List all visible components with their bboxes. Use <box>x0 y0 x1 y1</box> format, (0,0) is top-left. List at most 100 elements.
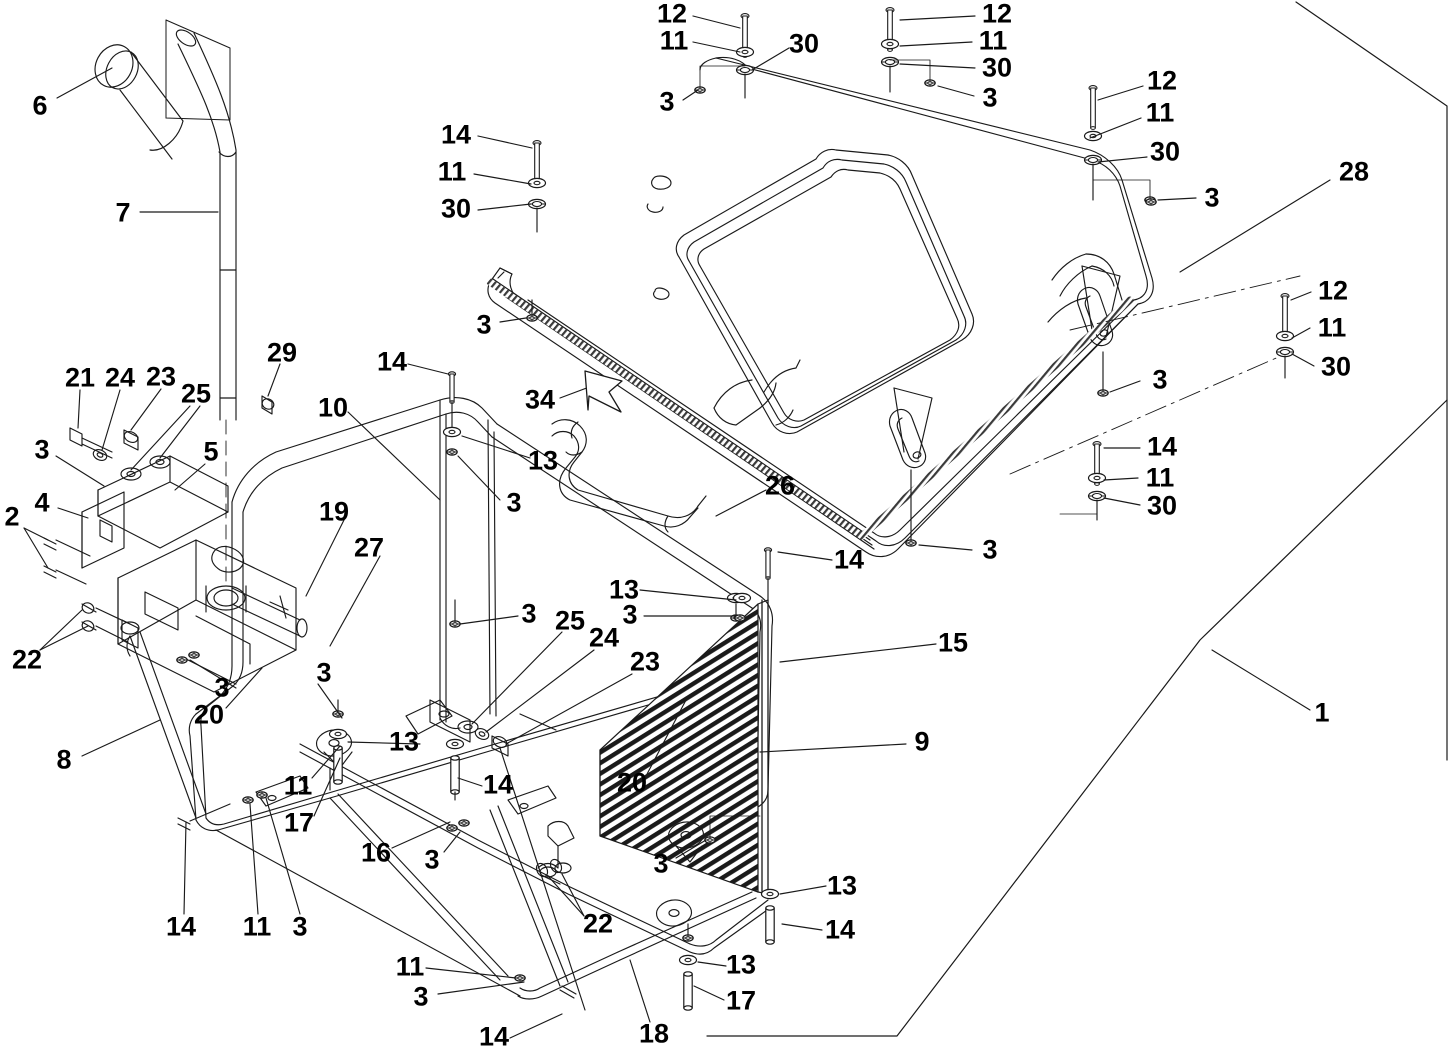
callout-3: 3 <box>292 911 308 942</box>
callout-28: 28 <box>1338 156 1370 187</box>
callout-6: 6 <box>32 90 48 121</box>
frame-tube-structure <box>188 397 774 1011</box>
callout-4: 4 <box>34 487 50 518</box>
callout-7: 7 <box>115 197 131 228</box>
callout-5: 5 <box>203 436 219 467</box>
callout-12: 12 <box>1146 65 1178 96</box>
callout-11: 11 <box>395 951 425 982</box>
direction-arrow-34 <box>584 370 623 413</box>
callout-11: 11 <box>1317 312 1347 343</box>
center-pivot-cluster <box>429 699 557 757</box>
callout-3: 3 <box>316 657 332 688</box>
callout-3: 3 <box>413 981 429 1012</box>
callout-11: 11 <box>978 25 1008 56</box>
callout-11: 11 <box>1145 97 1175 128</box>
callout-25: 25 <box>554 605 586 636</box>
fastener-stack-top-right <box>880 7 936 93</box>
callout-24: 24 <box>588 622 620 653</box>
fastener-stack-right-mid <box>1059 441 1107 521</box>
callout-12: 12 <box>981 0 1013 29</box>
callout-20: 20 <box>193 699 225 730</box>
callout-25: 25 <box>180 378 212 409</box>
handle-rod-assembly <box>94 19 237 421</box>
callout-30: 30 <box>788 28 820 59</box>
center-fastener-stack <box>445 738 465 801</box>
callout-17: 17 <box>725 985 757 1016</box>
callout-11: 11 <box>283 770 313 801</box>
callout-3: 3 <box>214 672 230 703</box>
callout-3: 3 <box>476 309 492 340</box>
callout-22: 22 <box>582 908 614 939</box>
assembly-boundary-outline <box>706 1 1448 1037</box>
callout-34: 34 <box>524 384 556 415</box>
callout-27: 27 <box>353 532 385 563</box>
callout-14: 14 <box>478 1021 510 1052</box>
lower-pin-cluster-22 <box>535 858 563 878</box>
callout-12: 12 <box>1317 275 1349 306</box>
callout-11: 11 <box>1145 462 1175 493</box>
lower-left-fasteners <box>177 699 348 831</box>
callout-30: 30 <box>440 193 472 224</box>
callout-14: 14 <box>440 119 472 150</box>
callout-18: 18 <box>638 1018 670 1049</box>
callout-3: 3 <box>653 848 669 879</box>
callout-23: 23 <box>629 646 661 677</box>
frame-brackets <box>255 699 705 927</box>
frame-corner-fastener-right <box>726 547 773 622</box>
callout-30: 30 <box>1149 136 1181 167</box>
callout-14: 14 <box>1146 431 1178 462</box>
hood-nut-fasteners <box>905 198 1157 547</box>
callout-3: 3 <box>982 82 998 113</box>
callout-9: 9 <box>914 726 930 757</box>
callout-3: 3 <box>521 598 537 629</box>
hood-cover <box>486 56 1301 558</box>
callout-17: 17 <box>283 807 315 838</box>
callout-13: 13 <box>826 870 858 901</box>
callout-13: 13 <box>527 445 559 476</box>
callout-24: 24 <box>104 362 136 393</box>
callout-2: 2 <box>4 501 20 532</box>
callout-3: 3 <box>506 487 522 518</box>
callout-14: 14 <box>824 914 856 945</box>
callout-3: 3 <box>424 844 440 875</box>
fastener-stack-hood-left <box>526 140 547 322</box>
callout-13: 13 <box>725 949 757 980</box>
callout-3: 3 <box>659 86 675 117</box>
callout-11: 11 <box>437 156 467 187</box>
callout-11: 11 <box>659 25 689 56</box>
callout-23: 23 <box>145 361 177 392</box>
callout-14: 14 <box>376 346 408 377</box>
callout-14: 14 <box>165 911 197 942</box>
leader-lines <box>23 15 1331 1039</box>
callout-30: 30 <box>1320 351 1352 382</box>
callout-14: 14 <box>482 769 514 800</box>
callout-11: 11 <box>242 911 272 942</box>
callout-1: 1 <box>1314 697 1330 728</box>
fastener-stack-top-left <box>694 13 755 99</box>
callout-22: 22 <box>11 644 43 675</box>
callout-30: 30 <box>1146 490 1178 521</box>
callout-14: 14 <box>833 544 865 575</box>
callout-19: 19 <box>318 496 350 527</box>
callout-13: 13 <box>388 726 420 757</box>
callout-30: 30 <box>981 52 1013 83</box>
left-bracket-assembly <box>43 395 308 819</box>
callout-29: 29 <box>266 337 298 368</box>
callout-13: 13 <box>608 574 640 605</box>
fastener-stack-far-right <box>1275 293 1295 379</box>
fastener-stack-right-upper <box>1083 85 1156 204</box>
callout-20: 20 <box>616 767 648 798</box>
bottom-right-fasteners <box>678 815 780 1011</box>
callout-3: 3 <box>34 434 50 465</box>
mesh-screen-panel <box>599 599 769 895</box>
callout-15: 15 <box>937 627 969 658</box>
callout-3: 3 <box>1204 182 1220 213</box>
callout-3: 3 <box>982 534 998 565</box>
callout-12: 12 <box>656 0 688 29</box>
frame-top-fasteners <box>442 371 462 628</box>
callout-3: 3 <box>1152 364 1168 395</box>
callout-16: 16 <box>360 837 392 868</box>
callout-21: 21 <box>64 362 96 393</box>
